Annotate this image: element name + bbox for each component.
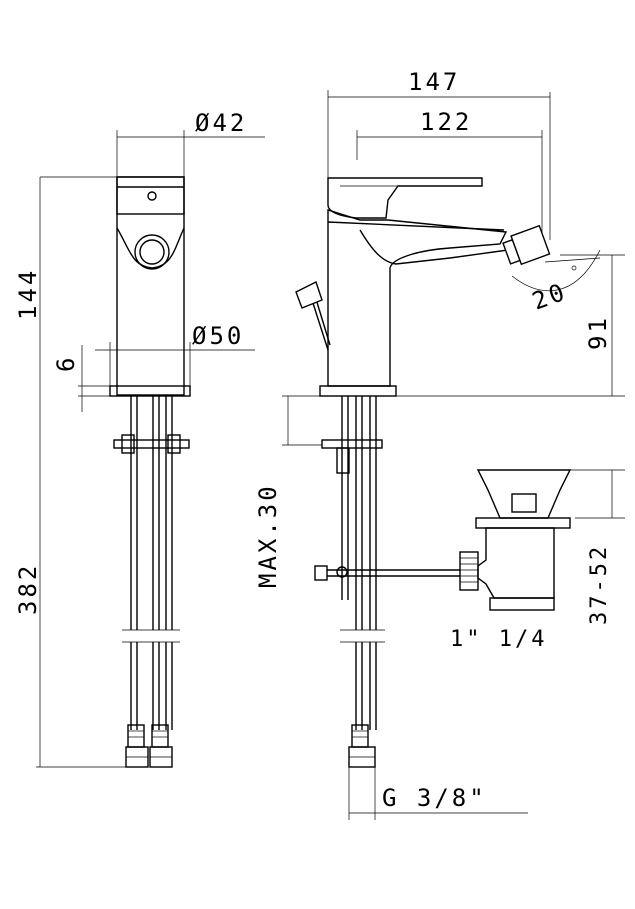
dim-h91: 91 bbox=[584, 315, 612, 350]
side-view bbox=[295, 177, 551, 768]
front-view bbox=[109, 176, 191, 768]
front-dimensions: Ø42 Ø50 144 6 382 bbox=[14, 109, 265, 768]
side-fixing-plate bbox=[321, 439, 383, 449]
drain-knurled-nut bbox=[459, 551, 479, 591]
dim-d42: Ø42 bbox=[195, 109, 247, 137]
side-body bbox=[327, 209, 508, 387]
front-nozzle bbox=[134, 234, 170, 270]
dim-h144: 144 bbox=[14, 268, 42, 320]
dim-h382: 382 bbox=[14, 563, 42, 615]
front-fixing-plate bbox=[113, 439, 190, 449]
dim-hose-thread: G 3/8" bbox=[382, 784, 487, 812]
dim-d50: Ø50 bbox=[192, 322, 244, 350]
dim-range3752: 37-52 bbox=[587, 544, 612, 625]
side-lever bbox=[327, 177, 483, 219]
dim-max30: MAX.30 bbox=[254, 483, 282, 588]
dim-w122: 122 bbox=[420, 108, 472, 136]
side-dimensions: 147 122 20 91 MAX.30 37-52 1" 1/4 G 3/8" bbox=[254, 68, 625, 820]
front-lever bbox=[116, 176, 185, 215]
dim-drain-thread: 1" 1/4 bbox=[450, 627, 547, 652]
side-popup-knob bbox=[295, 281, 323, 309]
dim-h6: 6 bbox=[52, 355, 80, 372]
dim-angle20: 20 bbox=[528, 277, 570, 315]
dim-w147: 147 bbox=[408, 68, 460, 96]
front-body bbox=[116, 176, 185, 396]
drain-body bbox=[477, 527, 555, 599]
side-spray-head bbox=[502, 224, 551, 266]
front-base bbox=[109, 385, 191, 397]
side-base bbox=[319, 385, 397, 397]
front-indicator bbox=[147, 191, 157, 201]
drain-assembly bbox=[459, 469, 572, 611]
